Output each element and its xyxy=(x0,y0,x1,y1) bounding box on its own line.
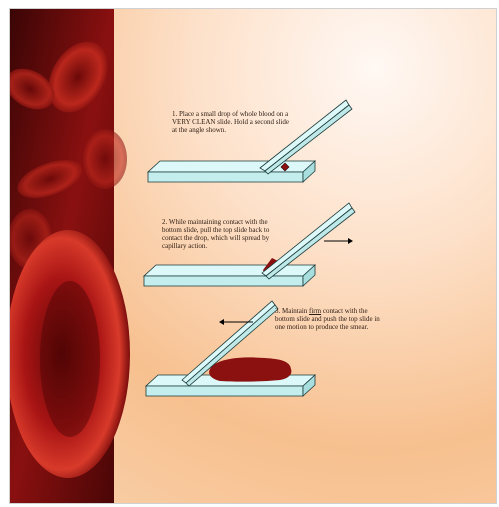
step3-number: 3. Maintain xyxy=(275,307,309,315)
slide-artwork xyxy=(10,9,496,503)
step3-instructions: 3. Maintain firm contact with the bottom… xyxy=(275,307,383,331)
step3-emphasis: firm xyxy=(309,307,321,315)
blood-cells-panel xyxy=(10,9,130,503)
step1-instructions: 1. Place a small drop of whole blood on … xyxy=(172,110,292,134)
step2-instructions: 2. While maintaining contact with the bo… xyxy=(162,218,288,250)
presentation-slide: 1. Place a small drop of whole blood on … xyxy=(9,8,497,504)
